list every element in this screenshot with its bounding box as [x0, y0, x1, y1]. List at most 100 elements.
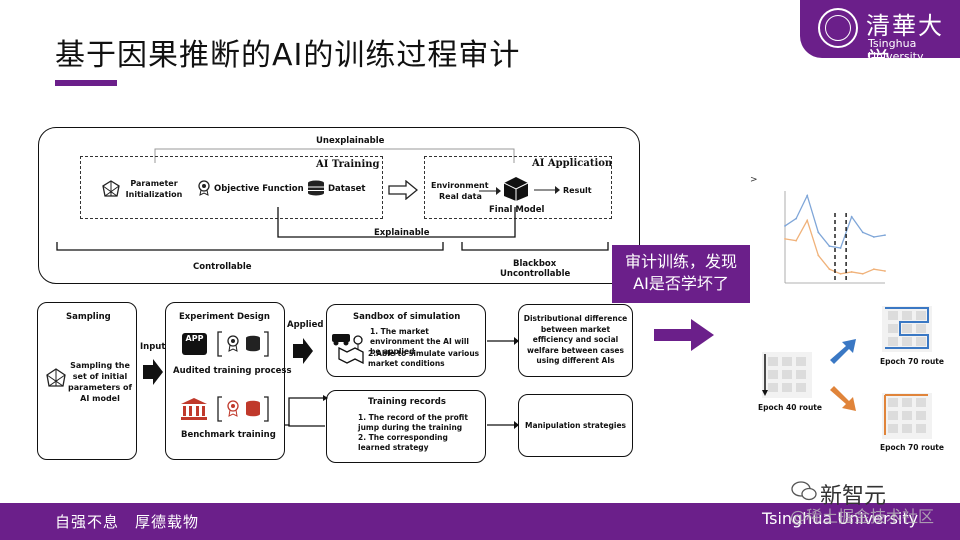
flow-arrow-icon	[388, 180, 418, 200]
benchmark-training-label: Benchmark training	[181, 430, 276, 440]
footer-university: Tsinghua University	[762, 509, 919, 528]
sampling-box	[37, 302, 137, 460]
sandbox-item-2: 2.Able to simulate various market condit…	[368, 349, 480, 368]
chart-series-line-1	[784, 193, 886, 249]
wechat-account-name: 新智元	[820, 484, 887, 509]
uncontrollable-label: Uncontrollable	[500, 269, 571, 279]
objective-bracket-icon	[217, 331, 269, 357]
chart-point	[850, 271, 853, 273]
chart-point	[884, 270, 886, 272]
epoch70-top-grid-icon	[882, 306, 932, 352]
chart-point	[806, 194, 809, 197]
training-chart	[755, 183, 895, 298]
seal-inner-ring	[825, 15, 851, 41]
result-arrow	[534, 186, 560, 194]
sandbox-item-1: 1. The market environment the AI will be…	[370, 327, 469, 356]
logo-chinese: 清華大学	[866, 12, 944, 75]
ai-training-box	[80, 156, 383, 219]
records-to-manipulation-arrow	[487, 421, 519, 429]
big-right-arrow-icon	[654, 319, 714, 351]
chart-point	[861, 272, 864, 275]
title-underline	[55, 80, 117, 86]
distribution-box	[518, 304, 633, 377]
chart-point	[884, 234, 886, 237]
applied-arrow-icon	[293, 338, 313, 364]
blue-arrow-icon	[830, 339, 856, 364]
chart-point	[828, 245, 831, 248]
epoch70-bottom-label: Epoch 70 route	[880, 443, 944, 452]
manipulation-box	[518, 394, 633, 457]
env-arrow	[479, 187, 501, 195]
chart-point	[784, 237, 786, 240]
environment-label: Environment	[431, 181, 489, 190]
experiment-design-box	[165, 302, 285, 460]
page-title: 基于因果推断的AI的训练过程审计	[55, 38, 521, 73]
controllable-bracket	[56, 242, 444, 251]
chart-point	[839, 272, 842, 275]
footer-bar	[0, 503, 960, 540]
sandbox-title: Sandbox of simulation	[353, 312, 461, 322]
watermark: @稀土掘金技术社区	[790, 507, 935, 526]
network-icon	[102, 180, 120, 197]
chart-point	[861, 231, 864, 234]
ai-application-title: AI Application	[532, 158, 613, 169]
app-badge-text: APP	[185, 334, 204, 343]
connector-lines	[285, 395, 328, 427]
manipulation-text: Manipulation strategies	[524, 421, 626, 430]
real-data-label: Real data	[439, 192, 482, 201]
sampling-description: Sampling the set of initial parameters o…	[68, 361, 132, 403]
chart-point	[784, 225, 786, 227]
epoch40-grid-icon	[762, 352, 812, 398]
wechat-icon	[791, 481, 817, 501]
bank-icon	[181, 398, 207, 420]
orange-arrow-icon	[830, 386, 856, 411]
unexplainable-label: Unexplainable	[316, 136, 385, 146]
benchmark-bracket-icon	[217, 396, 269, 422]
records-title: Training records	[368, 397, 446, 407]
marker-glyph: >	[750, 175, 758, 185]
network-icon	[46, 368, 66, 387]
callout-line-2: AI是否学坏了	[633, 274, 729, 293]
objective-function-label: Objective Function	[214, 184, 304, 194]
logo-english: Tsinghua University	[868, 37, 924, 63]
controllable-label: Controllable	[193, 262, 252, 272]
input-arrow-icon	[143, 359, 163, 385]
chart-point	[795, 239, 798, 242]
result-label: Result	[563, 186, 592, 195]
chart-point	[872, 236, 875, 238]
university-seal-icon	[818, 8, 858, 48]
chart-point	[817, 231, 820, 234]
chart-point	[795, 217, 798, 220]
applied-label: Applied	[287, 320, 324, 330]
footer-motto: 自强不息 厚德载物	[55, 513, 200, 531]
records-item-2: 2. The corresponding learned strategy	[358, 433, 448, 452]
epoch70-bottom-grid-icon	[882, 393, 932, 439]
epoch70-top-label: Epoch 70 route	[880, 357, 944, 366]
explainable-label: Explainable	[374, 228, 430, 238]
sandbox-box	[326, 304, 486, 377]
sandbox-to-distribution-arrow	[487, 337, 519, 345]
chart-point	[872, 268, 875, 271]
app-icon: APP	[182, 333, 207, 355]
parameter-init-label: Parameter Initialization	[125, 179, 183, 199]
audited-training-label: Audited training process	[173, 366, 292, 376]
sampling-title: Sampling	[66, 312, 111, 322]
explainable-bracket	[277, 207, 516, 238]
uncontrollable-bracket	[461, 242, 609, 251]
dataset-label: Dataset	[328, 184, 366, 194]
ai-training-title: AI Training	[316, 159, 380, 170]
medal-icon	[198, 180, 210, 196]
chart-point	[806, 219, 809, 222]
top-diagram-frame	[38, 127, 640, 284]
records-item-1: 1. The record of the profit jump during …	[358, 413, 468, 432]
database-icon	[308, 180, 324, 196]
final-model-label: Final Model	[489, 205, 545, 215]
ai-application-box	[424, 156, 612, 219]
epoch40-label: Epoch 40 route	[758, 403, 822, 412]
chart-point	[850, 215, 853, 218]
audit-callout: 审计训练，发现 AI是否学坏了	[612, 245, 750, 303]
car-map-icon	[332, 334, 364, 364]
experiment-title: Experiment Design	[179, 312, 270, 322]
chart-point	[817, 254, 820, 257]
callout-line-1: 审计训练，发现	[624, 252, 737, 271]
